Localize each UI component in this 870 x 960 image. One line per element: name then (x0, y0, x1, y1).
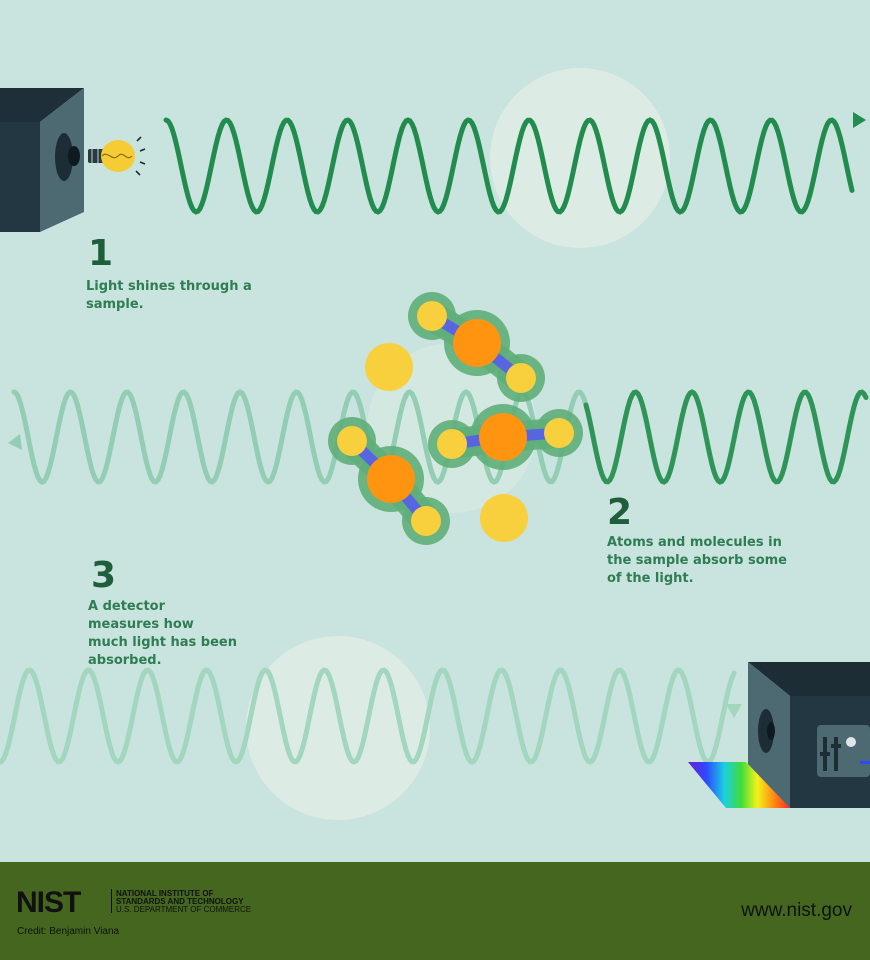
spectrum-output (688, 762, 790, 808)
step-2-number: 2 (607, 492, 633, 533)
light-wave-to-detector (0, 667, 737, 765)
large-atom (479, 413, 527, 461)
nist-org-line-2: STANDARDS AND TECHNOLOGY (116, 897, 244, 906)
step-3-text: A detector measures how much light has b… (88, 599, 237, 668)
arrowhead-icon (853, 112, 866, 128)
free-atom (480, 494, 528, 542)
logo-divider (111, 889, 112, 913)
arrowhead-icon (726, 704, 742, 718)
arrowhead-icon (8, 434, 22, 450)
step-3-number: 3 (91, 555, 117, 596)
small-atom (437, 429, 467, 459)
small-atom (417, 301, 447, 331)
light-wave-through-sample (583, 389, 869, 485)
nist-logo[interactable]: NIST (16, 888, 112, 916)
credit-text: Credit: Benjamin Viana (17, 926, 120, 937)
step-1-number: 1 (88, 233, 114, 274)
large-atom (453, 319, 501, 367)
light-wave-incoming (163, 117, 855, 215)
nist-org-line-1: NATIONAL INSTITUTE OF (116, 889, 214, 898)
small-atom (544, 418, 574, 448)
large-atom (367, 455, 415, 503)
free-atom (365, 343, 413, 391)
detector-box (748, 662, 870, 808)
highlight-circle (246, 636, 430, 820)
step-2-text: Atoms and molecules in the sample absorb… (607, 535, 787, 586)
small-atom (506, 363, 536, 393)
illustration (0, 68, 870, 820)
light-bulb-icon (88, 136, 146, 176)
nist-org-line-3: U.S. DEPARTMENT OF COMMERCE (116, 905, 252, 914)
step-1-text: Light shines through a sample. (86, 279, 252, 312)
sample-molecules (328, 292, 583, 545)
website-link[interactable]: www.nist.gov (741, 900, 852, 921)
footer: NIST NATIONAL INSTITUTE OF STANDARDS AND… (0, 862, 870, 960)
small-atom (411, 506, 441, 536)
light-wave-absorbed (11, 389, 589, 485)
small-atom (337, 426, 367, 456)
nist-logo-text: NIST (16, 888, 81, 916)
light-source-box (0, 88, 84, 232)
